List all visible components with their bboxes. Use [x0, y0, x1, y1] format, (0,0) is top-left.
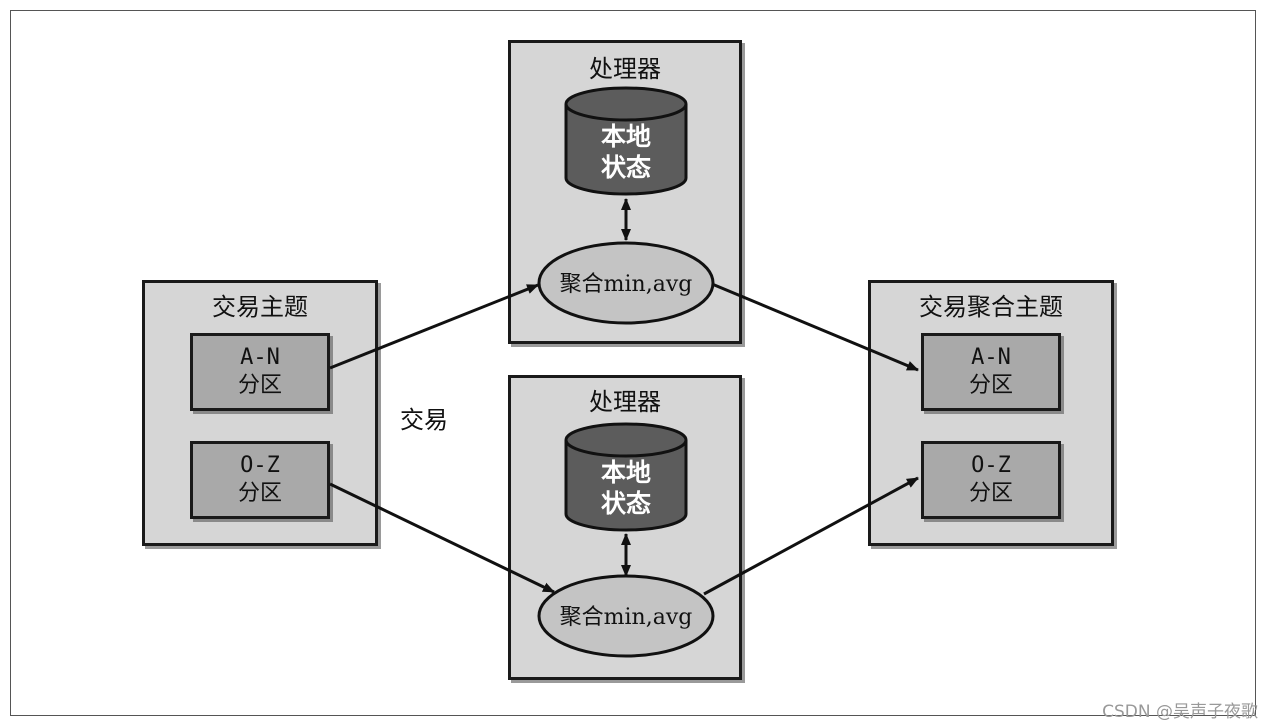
local-state-database-icon: 本地 状态 [564, 422, 688, 532]
partition-range: A-N [971, 345, 1011, 370]
target-topic-title: 交易聚合主题 [919, 293, 1063, 321]
aggregate-label: 聚合min,avg [560, 272, 693, 297]
flow-arrow-an-to-processor [329, 283, 539, 370]
local-state-line2: 状态 [601, 153, 651, 182]
target-topic-panel: 交易聚合主题 A-N 分区 O-Z 分区 [868, 280, 1114, 546]
target-partition-o-z: O-Z 分区 [921, 441, 1061, 519]
watermark: CSDN @吴声子夜歌 [1102, 702, 1258, 722]
partition-range: A-N [240, 345, 280, 370]
diagram-frame [10, 10, 1256, 716]
local-state-line1: 本地 [601, 458, 651, 487]
source-partition-o-z: O-Z 分区 [190, 441, 330, 519]
processor-title: 处理器 [589, 55, 661, 83]
local-state-line2: 状态 [601, 489, 651, 518]
partition-range: O-Z [971, 453, 1011, 478]
source-topic-panel: 交易主题 A-N 分区 O-Z 分区 [142, 280, 378, 546]
partition-label: 分区 [968, 481, 1013, 506]
partition-label: 分区 [237, 481, 282, 506]
partition-label: 分区 [968, 373, 1013, 398]
flow-arrow-oz-to-processor [329, 482, 555, 594]
aggregate-operation-node: 聚合min,avg [537, 574, 715, 658]
source-topic-title: 交易主题 [212, 293, 308, 321]
flow-arrow-processor-to-an [711, 282, 919, 372]
local-state-database-icon: 本地 状态 [564, 86, 688, 196]
partition-label: 分区 [237, 373, 282, 398]
aggregate-operation-node: 聚合min,avg [537, 241, 715, 325]
source-partition-a-n: A-N 分区 [190, 333, 330, 411]
local-state-line1: 本地 [601, 122, 651, 151]
target-partition-a-n: A-N 分区 [921, 333, 1061, 411]
flow-arrow-processor-to-oz [703, 476, 919, 596]
aggregate-label: 聚合min,avg [560, 605, 693, 630]
processor-title: 处理器 [589, 388, 661, 416]
partition-range: O-Z [240, 453, 280, 478]
trades-edge-label: 交易 [400, 406, 448, 434]
